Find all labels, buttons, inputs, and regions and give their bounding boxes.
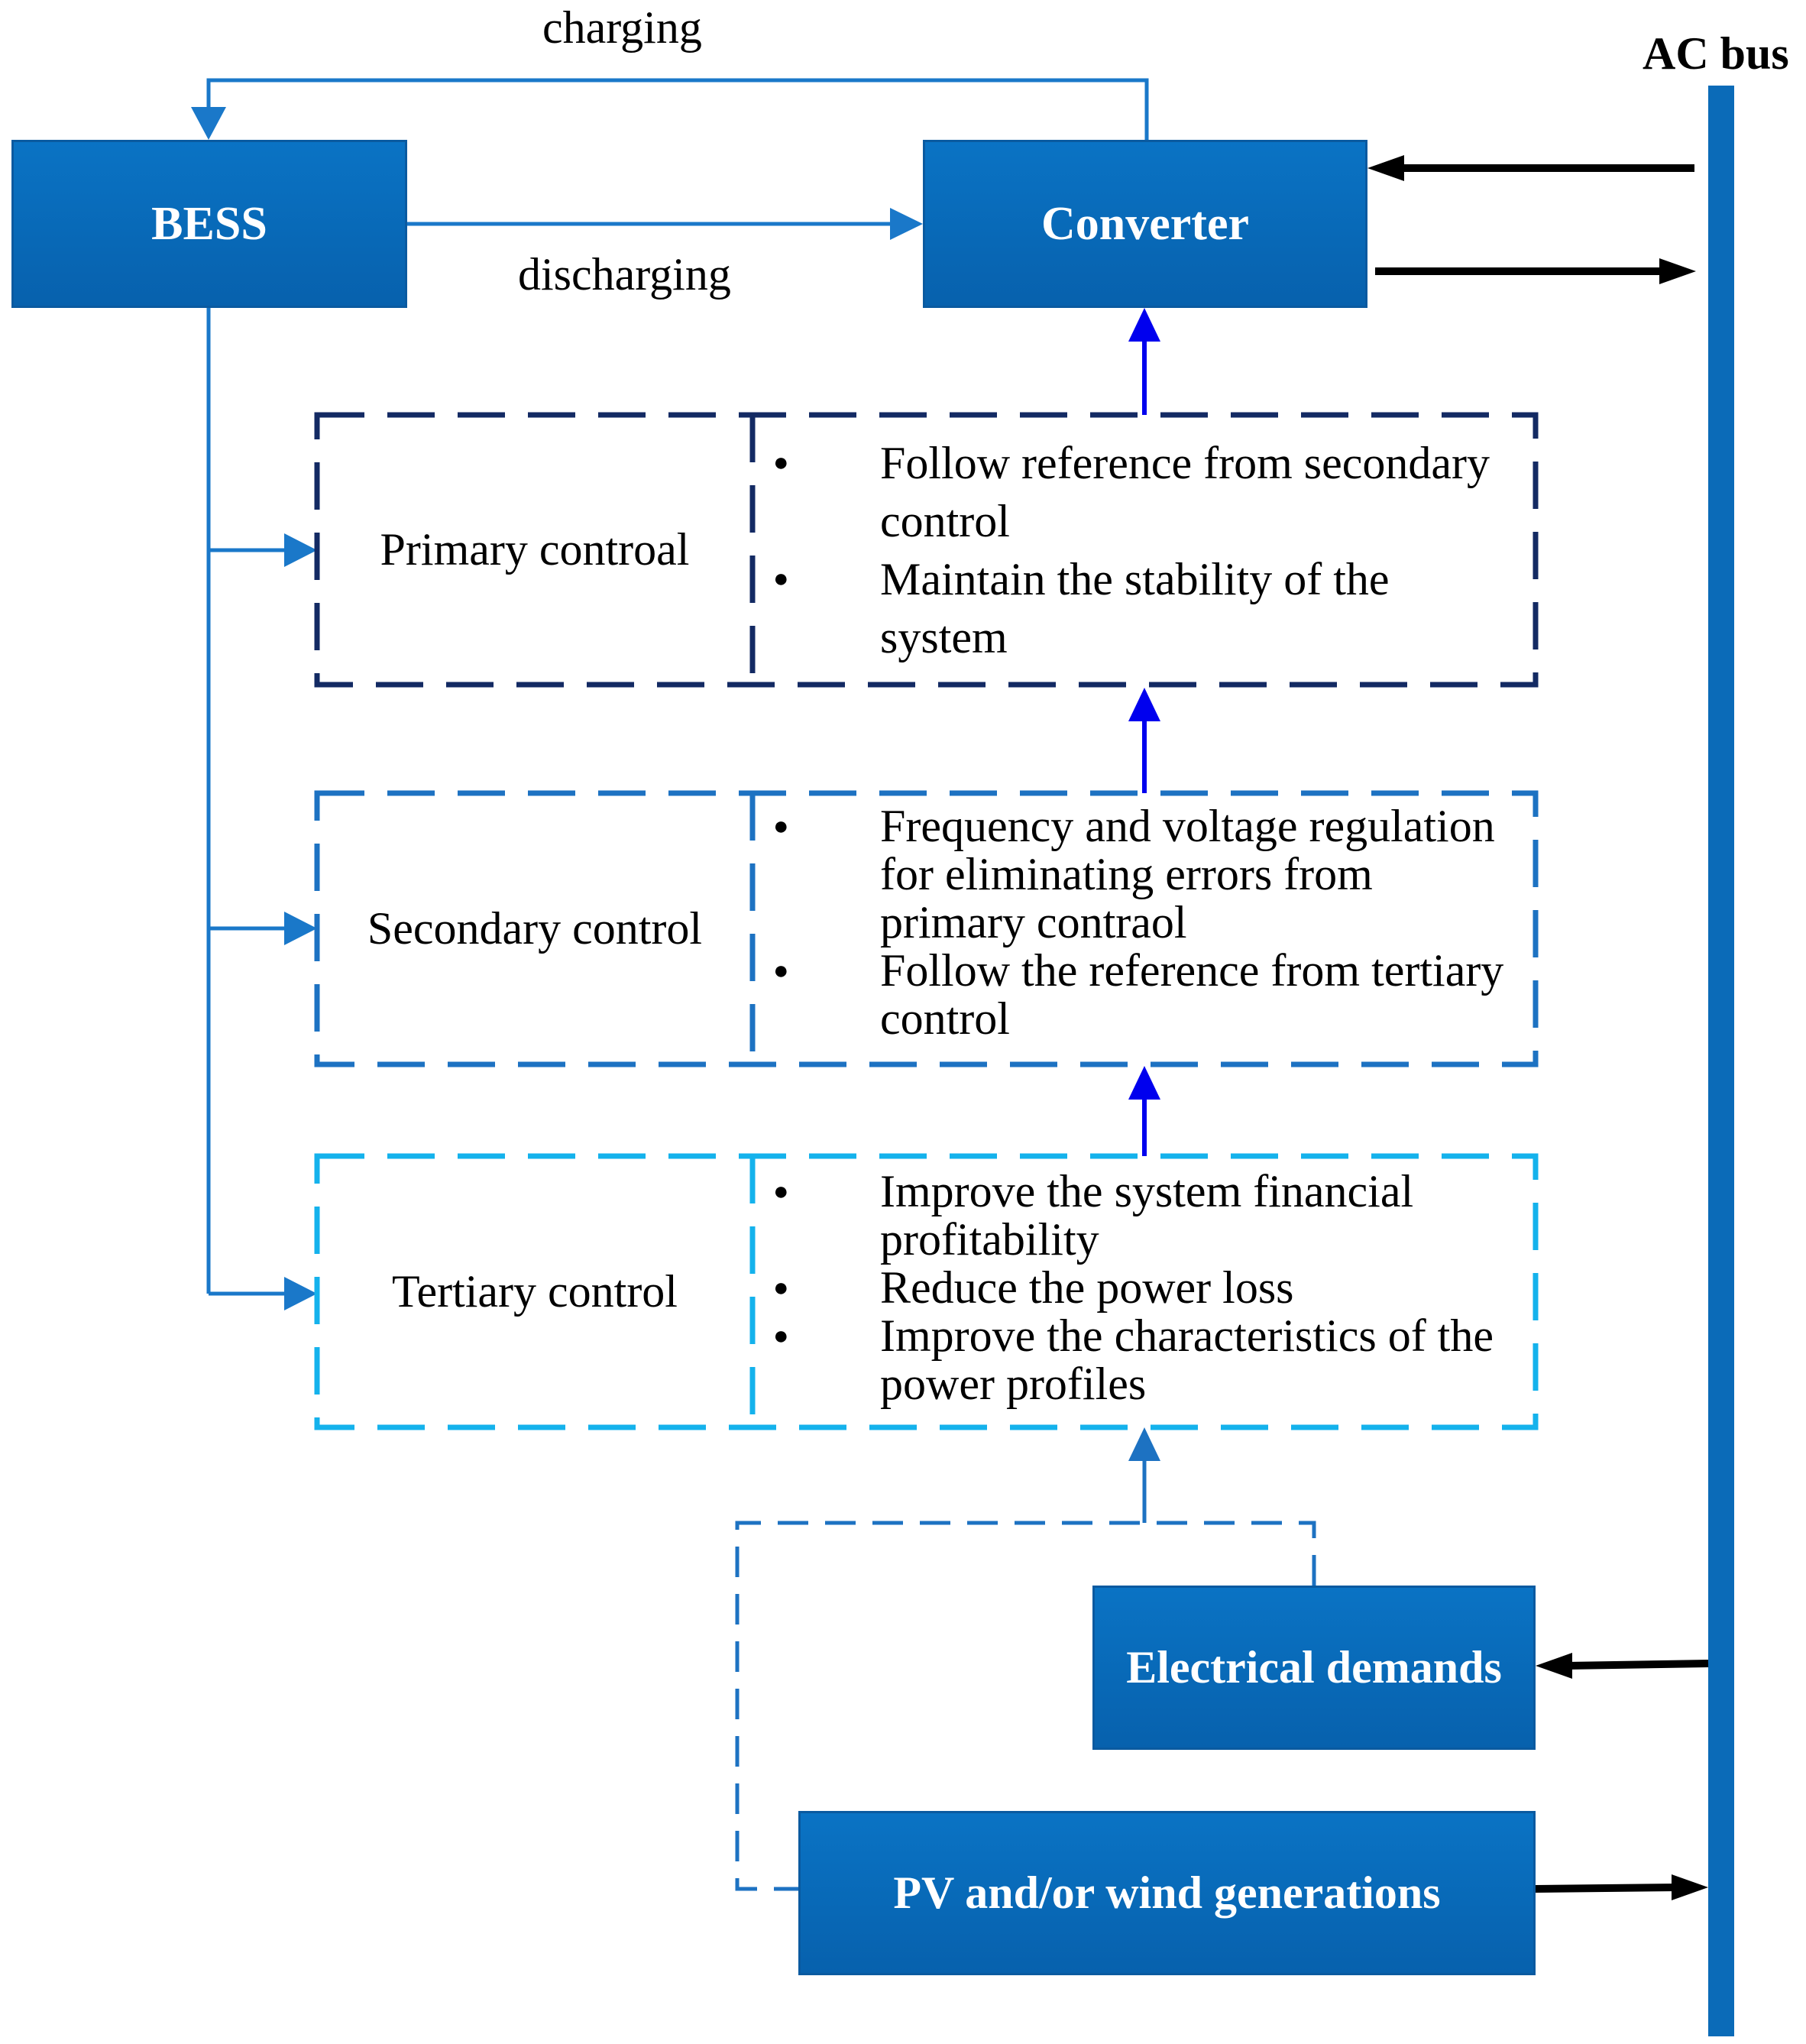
discharging-arrowhead	[890, 208, 923, 240]
tertiary-control-list: Improve the system financial profitabili…	[773, 1168, 1526, 1408]
list-item: Improve the characteristics of the power…	[773, 1312, 1526, 1408]
primary-control-frame	[314, 412, 1539, 688]
tertiary-control-frame	[314, 1153, 1539, 1430]
charging-line	[206, 78, 1149, 140]
pv-wind-label: PV and/or wind generations	[893, 1867, 1441, 1918]
bus-to-converter-arrowhead	[1367, 155, 1404, 181]
discharging-label: discharging	[518, 249, 731, 300]
branch-primary-arrowhead	[284, 533, 317, 567]
primary-control-list: Follow reference from secondary control …	[773, 434, 1526, 666]
electrical-demands-box: Electrical demands	[1092, 1586, 1536, 1750]
feedback-to-tertiary-arrowhead	[1128, 1427, 1160, 1461]
secondary-to-primary-arrowhead	[1128, 688, 1160, 721]
tertiary-to-secondary-arrowhead	[1128, 1066, 1160, 1100]
list-item: Follow the reference from tertiary contr…	[773, 947, 1526, 1043]
branch-secondary-arrowhead	[284, 912, 317, 945]
converter-to-bus-arrowhead	[1659, 258, 1696, 284]
pv-wind-box: PV and/or wind generations	[798, 1811, 1536, 1975]
converter-label: Converter	[1041, 197, 1249, 250]
secondary-control-list: Frequency and voltage regulation for eli…	[773, 802, 1526, 1043]
tertiary-control-title: Tertiary control	[392, 1266, 678, 1317]
primary-to-converter-arrowhead	[1128, 308, 1160, 342]
charging-arrowhead	[191, 107, 226, 140]
bus-to-demands-line	[1565, 1660, 1709, 1670]
primary-control-title: Primary controal	[380, 524, 690, 575]
bess-label: BESS	[151, 197, 267, 250]
ac-bus-label: AC bus	[1643, 28, 1789, 79]
bus-to-demands-arrowhead	[1536, 1653, 1572, 1679]
secondary-control-frame	[314, 790, 1539, 1067]
converter-box: Converter	[923, 140, 1367, 308]
feedback-dashed-line	[735, 1521, 1316, 1891]
branch-tertiary-arrowhead	[284, 1277, 317, 1310]
ac-bus-bar	[1708, 86, 1734, 2036]
list-item: Frequency and voltage regulation for eli…	[773, 802, 1526, 947]
secondary-control-title: Secondary control	[367, 903, 703, 954]
list-item: Maintain the stability of the system	[773, 550, 1526, 666]
list-item: Improve the system financial profitabili…	[773, 1168, 1526, 1264]
generation-to-bus-line	[1535, 1884, 1678, 1893]
generation-to-bus-arrowhead	[1672, 1874, 1708, 1900]
list-item: Reduce the power loss	[773, 1264, 1526, 1313]
electrical-demands-label: Electrical demands	[1126, 1642, 1502, 1693]
bess-box: BESS	[11, 140, 407, 308]
list-item: Follow reference from secondary control	[773, 434, 1526, 550]
charging-label: charging	[542, 2, 702, 53]
